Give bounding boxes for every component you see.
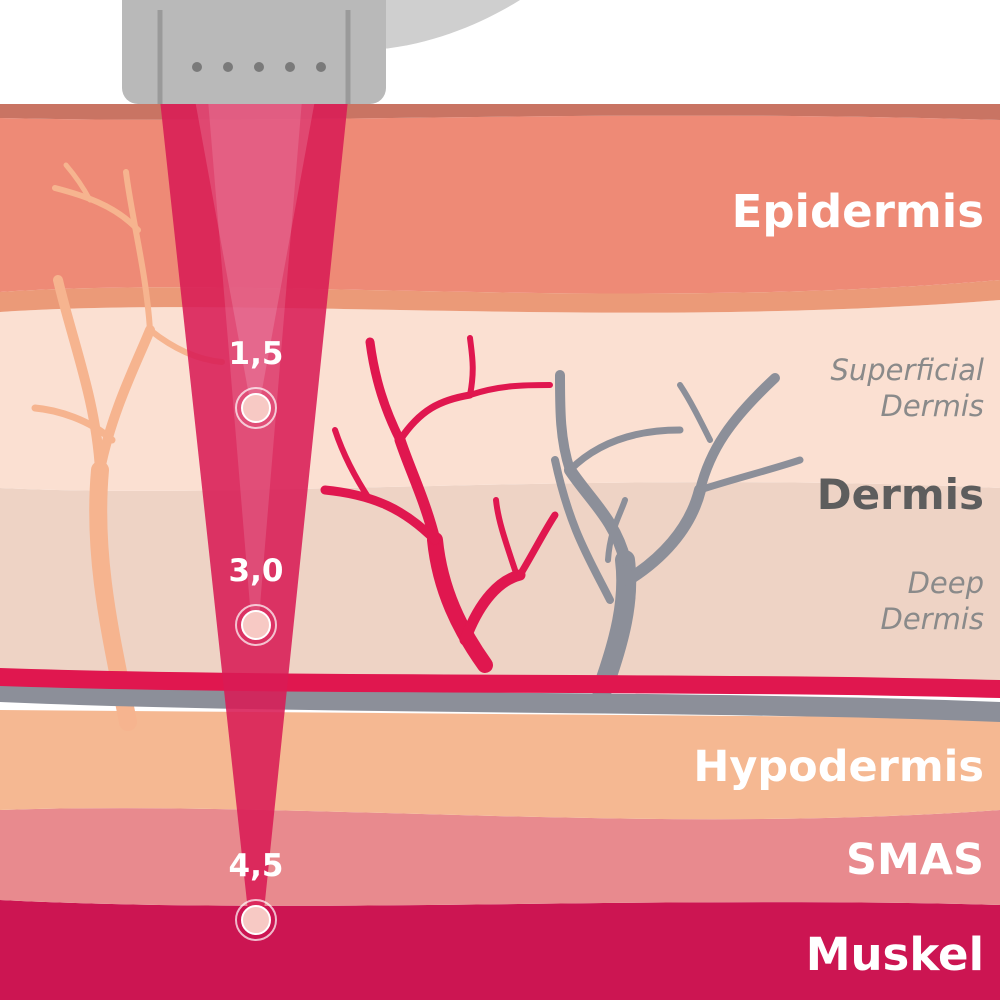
depth-label-2: 3,0 bbox=[228, 553, 284, 589]
hypodermis-label: Hypodermis bbox=[693, 742, 984, 792]
ultrasound-beam bbox=[160, 100, 348, 930]
dermis-label: Dermis bbox=[816, 470, 984, 519]
depth-label-1: 1,5 bbox=[228, 336, 284, 372]
deep-dermis-label-line2: Dermis bbox=[880, 602, 984, 636]
ultrasound-device-icon bbox=[122, 0, 520, 104]
focal-point-icon bbox=[235, 387, 277, 429]
vein-branches bbox=[551, 370, 804, 700]
muskel-label: Muskel bbox=[805, 928, 984, 981]
depth-label-3: 4,5 bbox=[228, 848, 284, 884]
deep-dermis-label: Deep Dermis bbox=[880, 565, 984, 637]
focal-point-icon bbox=[235, 899, 277, 941]
superficial-dermis-label-line1: Superficial bbox=[830, 353, 984, 387]
epidermis-label: Epidermis bbox=[731, 185, 984, 238]
smas-label: SMAS bbox=[845, 835, 984, 885]
superficial-dermis-label: Superficial Dermis bbox=[830, 352, 984, 424]
artery-branches bbox=[320, 335, 559, 673]
deep-dermis-label-line1: Deep bbox=[907, 566, 984, 600]
superficial-dermis-label-line2: Dermis bbox=[880, 389, 984, 423]
focal-point-icon bbox=[235, 604, 277, 646]
